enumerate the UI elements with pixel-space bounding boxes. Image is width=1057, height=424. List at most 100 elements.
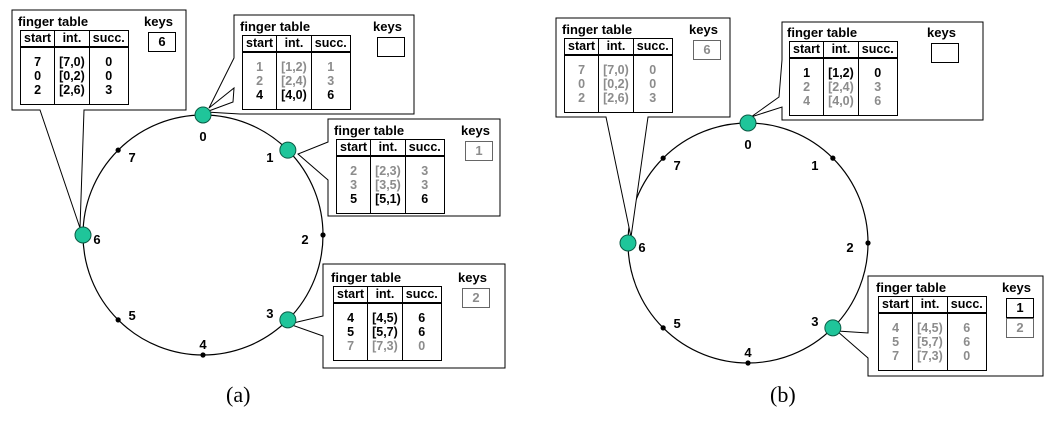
column-header-start: start: [335, 139, 372, 157]
interval-cell: [5,1): [370, 192, 406, 214]
key-box: 2: [462, 288, 490, 308]
column-header-interval: int.: [823, 41, 859, 59]
ring-label-3: 3: [811, 314, 818, 329]
start-cell: 2: [241, 74, 278, 88]
finger-row: 1[1,2)1: [241, 52, 351, 74]
column-header-interval: int.: [54, 30, 90, 48]
ring-label-1: 1: [266, 150, 273, 165]
keys-label: keys: [373, 19, 402, 34]
start-cell: 2: [335, 156, 372, 178]
column-header-start: start: [563, 38, 600, 56]
finger-row: 7[7,0)0: [563, 55, 673, 77]
node-1: [279, 141, 297, 159]
column-header-start: start: [332, 286, 369, 304]
finger-row: 4[4,5)6: [332, 303, 442, 325]
ring-label-6: 6: [638, 240, 645, 255]
successor-cell: 6: [401, 303, 442, 325]
caption-a: (a): [226, 382, 250, 407]
finger-row: 0[0,2)0: [563, 77, 673, 91]
key-box: 1: [465, 141, 493, 161]
interval-cell: [4,0): [276, 88, 312, 110]
successor-cell: 0: [632, 77, 673, 91]
ring-point-5: [115, 317, 121, 323]
interval-cell: [5,7): [367, 325, 403, 339]
start-cell: 7: [19, 47, 56, 69]
ring-label-1: 1: [811, 158, 818, 173]
column-header-start: start: [877, 296, 914, 314]
ring-label-6: 6: [93, 232, 100, 247]
successor-cell: 0: [401, 339, 442, 361]
successor-cell: 3: [310, 74, 351, 88]
start-cell: 1: [241, 52, 278, 74]
keys-label: keys: [927, 25, 956, 40]
successor-cell: 3: [404, 178, 445, 192]
finger-row: 2[2,3)3: [335, 156, 445, 178]
keys-label: keys: [144, 14, 173, 29]
ring-label-4: 4: [744, 345, 752, 360]
interval-cell: [4,0): [823, 94, 859, 116]
ring-point-2: [865, 240, 871, 246]
interval-cell: [2,3): [370, 156, 406, 178]
start-cell: 4: [877, 313, 914, 335]
finger-row: 3[3,5)3: [335, 178, 445, 192]
interval-cell: [7,0): [54, 47, 90, 69]
interval-cell: [7,0): [598, 55, 634, 77]
node-3: [824, 319, 842, 337]
column-header-interval: int.: [276, 35, 312, 53]
start-cell: 7: [877, 349, 914, 371]
column-header-start: start: [19, 30, 56, 48]
finger-row: 4[4,0)6: [241, 88, 351, 110]
interval-cell: [2,4): [276, 74, 312, 88]
finger-row: 0[0,2)0: [19, 69, 129, 83]
interval-cell: [2,6): [598, 91, 634, 113]
key-box: 2: [1006, 318, 1034, 338]
interval-cell: [4,5): [912, 313, 948, 335]
finger-row: 2[2,6)3: [563, 91, 673, 113]
interval-cell: [7,3): [912, 349, 948, 371]
node-6: [619, 234, 637, 252]
start-cell: 7: [563, 55, 600, 77]
node-3: [279, 311, 297, 329]
finger-table-title: finger table: [331, 270, 402, 285]
interval-cell: [3,5): [370, 178, 406, 192]
column-header-successor: succ.: [401, 286, 442, 304]
node-6: [74, 226, 92, 244]
key-box: 6: [148, 32, 176, 52]
successor-cell: 6: [946, 335, 987, 349]
ring-label-2: 2: [301, 232, 308, 247]
column-header-successor: succ.: [88, 30, 129, 48]
start-cell: 3: [335, 178, 372, 192]
finger-table-title: finger table: [334, 123, 405, 138]
key-box: [377, 37, 405, 57]
keys-label: keys: [689, 22, 718, 37]
successor-cell: 0: [632, 55, 673, 77]
successor-cell: 3: [404, 156, 445, 178]
interval-cell: [2,6): [54, 83, 90, 105]
node-0: [194, 106, 212, 124]
ring-label-2: 2: [846, 240, 853, 255]
successor-cell: 3: [857, 80, 898, 94]
interval-cell: [1,2): [823, 58, 859, 80]
finger-table-title: finger table: [240, 19, 311, 34]
interval-cell: [4,5): [367, 303, 403, 325]
start-cell: 4: [332, 303, 369, 325]
column-header-successor: succ.: [404, 139, 445, 157]
ring-label-5: 5: [129, 308, 136, 323]
successor-cell: 0: [946, 349, 987, 371]
start-cell: 2: [563, 91, 600, 113]
start-cell: 2: [19, 83, 56, 105]
keys-label: keys: [458, 270, 487, 285]
finger-row: 7[7,3)0: [332, 339, 442, 361]
finger-row: 2[2,6)3: [19, 83, 129, 105]
finger-row: 1[1,2)0: [788, 58, 898, 80]
finger-row: 4[4,0)6: [788, 94, 898, 116]
